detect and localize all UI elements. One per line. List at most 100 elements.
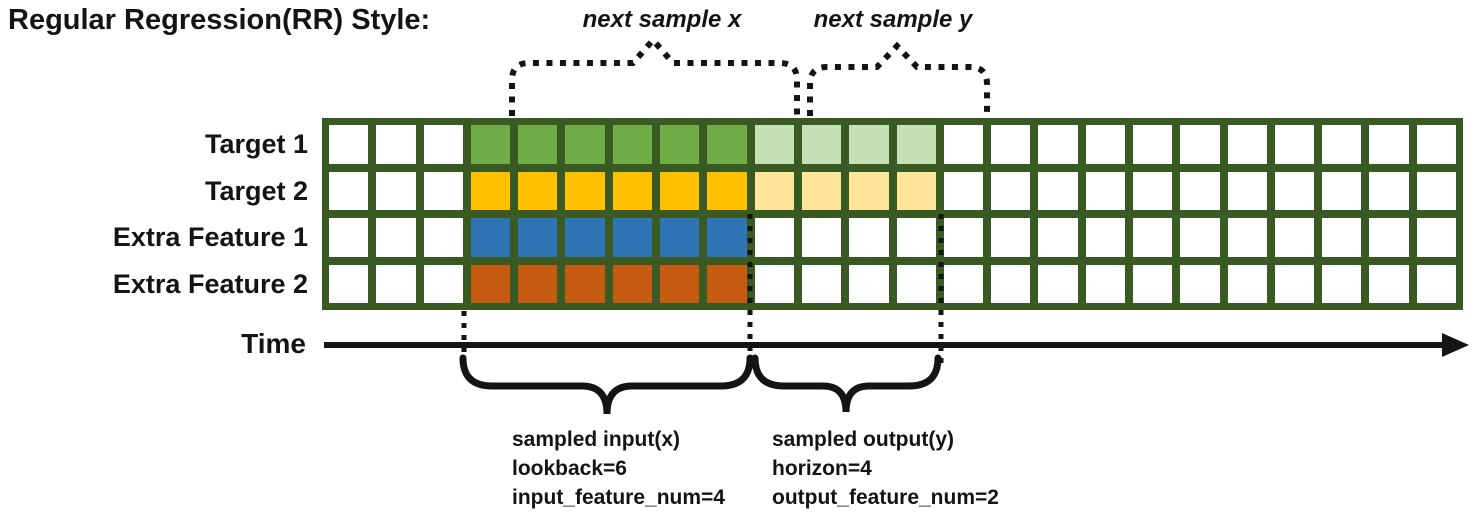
grid-cell-white: [1322, 264, 1362, 303]
grid-cell-white: [1132, 125, 1173, 164]
grid-cell-gold: [660, 171, 700, 210]
grid-cell-white: [1132, 218, 1173, 257]
grid-cell-orange: [612, 264, 653, 303]
grid-cell-gold: [707, 171, 747, 210]
grid-cell-white: [801, 264, 842, 303]
grid-cell-white: [1038, 125, 1078, 164]
sampled-input-title: sampled input(x): [512, 428, 681, 451]
grid-cell-white: [1369, 125, 1409, 164]
input-feature-num-value: input_feature_num=4: [512, 486, 725, 509]
grid-cell-white: [1274, 171, 1315, 210]
grid-cell-white: [1038, 218, 1078, 257]
grid-cell-blue: [518, 218, 558, 257]
grid-cell-white: [1085, 125, 1125, 164]
grid-cell-light_green: [754, 125, 794, 164]
grid-cell-white: [423, 218, 463, 257]
grid-cell-white: [943, 171, 984, 210]
grid-cell-white: [423, 171, 463, 210]
grid-cell-green: [470, 125, 511, 164]
grid-cell-white: [1132, 264, 1173, 303]
grid-cell-orange: [518, 264, 558, 303]
grid-cell-white: [1085, 171, 1125, 210]
grid-cell-blue: [660, 218, 700, 257]
grid-cell-white: [1322, 218, 1362, 257]
grid-cell-blue: [470, 218, 511, 257]
grid-cell-white: [329, 125, 369, 164]
grid-cell-gold: [518, 171, 558, 210]
grid-cell-green: [707, 125, 747, 164]
grid-cell-white: [1227, 125, 1267, 164]
grid-cell-green: [565, 125, 605, 164]
time-axis-arrowhead: [1442, 333, 1469, 357]
grid-cell-gold: [565, 171, 605, 210]
grid-cell-white: [423, 125, 463, 164]
horizon-value: horizon=4: [772, 457, 872, 480]
lookback-value: lookback=6: [512, 457, 627, 480]
grid-cell-green: [612, 125, 653, 164]
grid-cell-white: [1132, 171, 1173, 210]
grid-cell-blue: [565, 218, 605, 257]
grid-cell-blue: [612, 218, 653, 257]
grid-cell-white: [1227, 218, 1267, 257]
grid-cell-white: [1369, 218, 1409, 257]
row-label-target-2: Target 2: [204, 176, 308, 206]
grid-cell-white: [943, 218, 984, 257]
grid-cell-white: [329, 218, 369, 257]
grid-cell-white: [1180, 264, 1220, 303]
output-feature-num-value: output_feature_num=2: [772, 486, 999, 509]
grid-cell-blue: [707, 218, 747, 257]
grid-cell-white: [1322, 171, 1362, 210]
row-label-extra-feature-1: Extra Feature 1: [112, 222, 308, 252]
sampled-input-brace: [459, 354, 754, 415]
grid-cell-white: [1180, 218, 1220, 257]
row-label-target-1: Target 1: [204, 129, 308, 159]
grid-cell-white: [1227, 171, 1267, 210]
sampled-input-annotation: sampled input(x) lookback=6 input_featur…: [512, 425, 725, 512]
next-sample-y-label: next sample y: [813, 6, 973, 33]
grid-cell-white: [1416, 125, 1456, 164]
grid-cell-orange: [565, 264, 605, 303]
grid-cell-light_gold: [849, 171, 889, 210]
sampled-output-annotation: sampled output(y) horizon=4 output_featu…: [772, 425, 999, 512]
grid-cell-white: [423, 264, 463, 303]
grid-cell-white: [896, 264, 936, 303]
grid-cell-white: [754, 264, 794, 303]
grid-cell-green: [518, 125, 558, 164]
grid-cell-white: [1085, 264, 1125, 303]
grid-cell-gold: [470, 171, 511, 210]
sample-grid: [322, 118, 1463, 310]
grid-cell-white: [1274, 218, 1315, 257]
grid-cell-white: [1038, 171, 1078, 210]
page-title: Regular Regression(RR) Style:: [8, 4, 431, 36]
grid-cell-white: [376, 218, 416, 257]
grid-cell-white: [376, 125, 416, 164]
grid-cell-white: [754, 218, 794, 257]
grid-cell-light_gold: [801, 171, 842, 210]
grid-cell-white: [1180, 171, 1220, 210]
grid-cell-white: [376, 171, 416, 210]
sampled-output-title: sampled output(y): [772, 428, 954, 451]
grid-cell-white: [849, 264, 889, 303]
grid-cell-green: [660, 125, 700, 164]
grid-cell-white: [1227, 264, 1267, 303]
grid-cell-white: [1322, 125, 1362, 164]
grid-cell-orange: [660, 264, 700, 303]
grid-cell-white: [329, 264, 369, 303]
grid-cell-white: [1369, 171, 1409, 210]
grid-cell-white: [991, 264, 1031, 303]
grid-cell-white: [1274, 125, 1315, 164]
grid-cell-white: [991, 218, 1031, 257]
next-sample-x-label: next sample x: [582, 6, 742, 33]
grid-cell-white: [329, 171, 369, 210]
grid-cell-white: [1416, 264, 1456, 303]
grid-cell-light_green: [801, 125, 842, 164]
grid-cell-white: [1180, 125, 1220, 164]
grid-cell-white: [1274, 264, 1315, 303]
grid-cell-white: [943, 264, 984, 303]
grid-cell-orange: [470, 264, 511, 303]
grid-cell-light_gold: [896, 171, 936, 210]
grid-cell-white: [1369, 264, 1409, 303]
grid-cell-white: [1416, 171, 1456, 210]
sampled-output-brace: [751, 354, 942, 413]
